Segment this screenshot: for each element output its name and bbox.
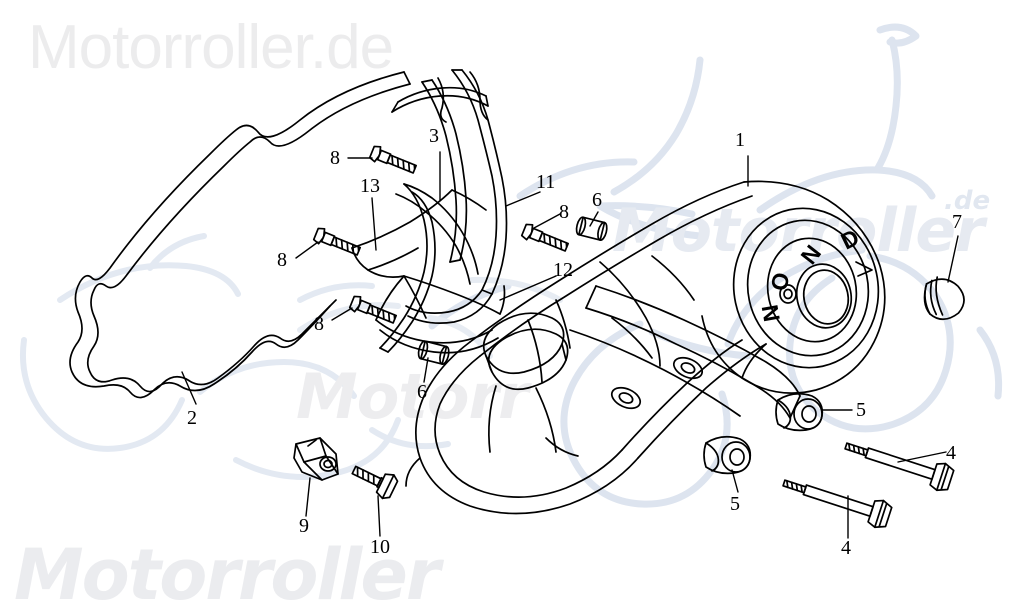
callout-1[interactable]: 1 xyxy=(735,129,745,151)
callout-3[interactable]: 3 xyxy=(429,125,439,147)
callout-leader-lines xyxy=(181,151,959,539)
watermark-bottom: Motorroller xyxy=(14,534,440,616)
callout-4-lower[interactable]: 4 xyxy=(841,537,851,559)
part-air-inlet-snorkel xyxy=(482,312,569,453)
part-dowel-pin-lower xyxy=(417,340,450,365)
callout-6-lower[interactable]: 6 xyxy=(417,381,427,403)
scooter-logo-icon-secondary xyxy=(19,233,451,480)
callout-2[interactable]: 2 xyxy=(187,407,197,429)
part-cover-gasket xyxy=(69,71,411,399)
callout-12[interactable]: 12 xyxy=(553,259,573,281)
callout-7[interactable]: 7 xyxy=(952,211,962,233)
part-long-flange-bolt-upper xyxy=(844,442,955,492)
callout-8-d[interactable]: 8 xyxy=(559,201,569,223)
part-cover-screw-4 xyxy=(520,223,569,252)
part-rubber-bushing-upper xyxy=(775,392,824,432)
part-clamp-bolt xyxy=(351,465,399,500)
kickstart-cover-arrow xyxy=(855,261,873,277)
callout-4-upper[interactable]: 4 xyxy=(946,442,956,464)
svg-text:O: O xyxy=(765,270,794,293)
part-rubber-inspection-plug xyxy=(923,276,965,321)
part-dowel-pin-upper xyxy=(575,216,608,241)
callout-8-a[interactable]: 8 xyxy=(330,147,340,169)
watermark-tld: .de xyxy=(944,186,991,216)
callout-9[interactable]: 9 xyxy=(299,515,309,537)
callout-6-upper[interactable]: 6 xyxy=(592,189,602,211)
callout-8-c[interactable]: 8 xyxy=(314,313,324,335)
callout-5-lower[interactable]: 5 xyxy=(730,493,740,515)
part-engine-left-cover xyxy=(405,181,801,515)
svg-text:N: N xyxy=(756,303,784,324)
callout-13[interactable]: 13 xyxy=(360,175,380,197)
part-cover-screw-3 xyxy=(348,295,397,324)
callout-8-b[interactable]: 8 xyxy=(277,249,287,271)
callout-5-upper[interactable]: 5 xyxy=(856,399,866,421)
part-long-flange-bolt-lower xyxy=(782,479,893,529)
part-rubber-bushing-lower xyxy=(703,435,752,475)
part-cooling-shroud-bracket xyxy=(351,69,508,354)
callout-11[interactable]: 11 xyxy=(536,171,556,193)
watermark-top: Motorroller.de xyxy=(28,13,394,82)
part-cover-screw-1 xyxy=(368,145,417,174)
part-cable-clamp xyxy=(293,437,339,481)
part-cover-screw-2 xyxy=(312,227,361,256)
part-kickstart-cover-housing xyxy=(701,180,886,394)
callout-10[interactable]: 10 xyxy=(370,536,390,558)
